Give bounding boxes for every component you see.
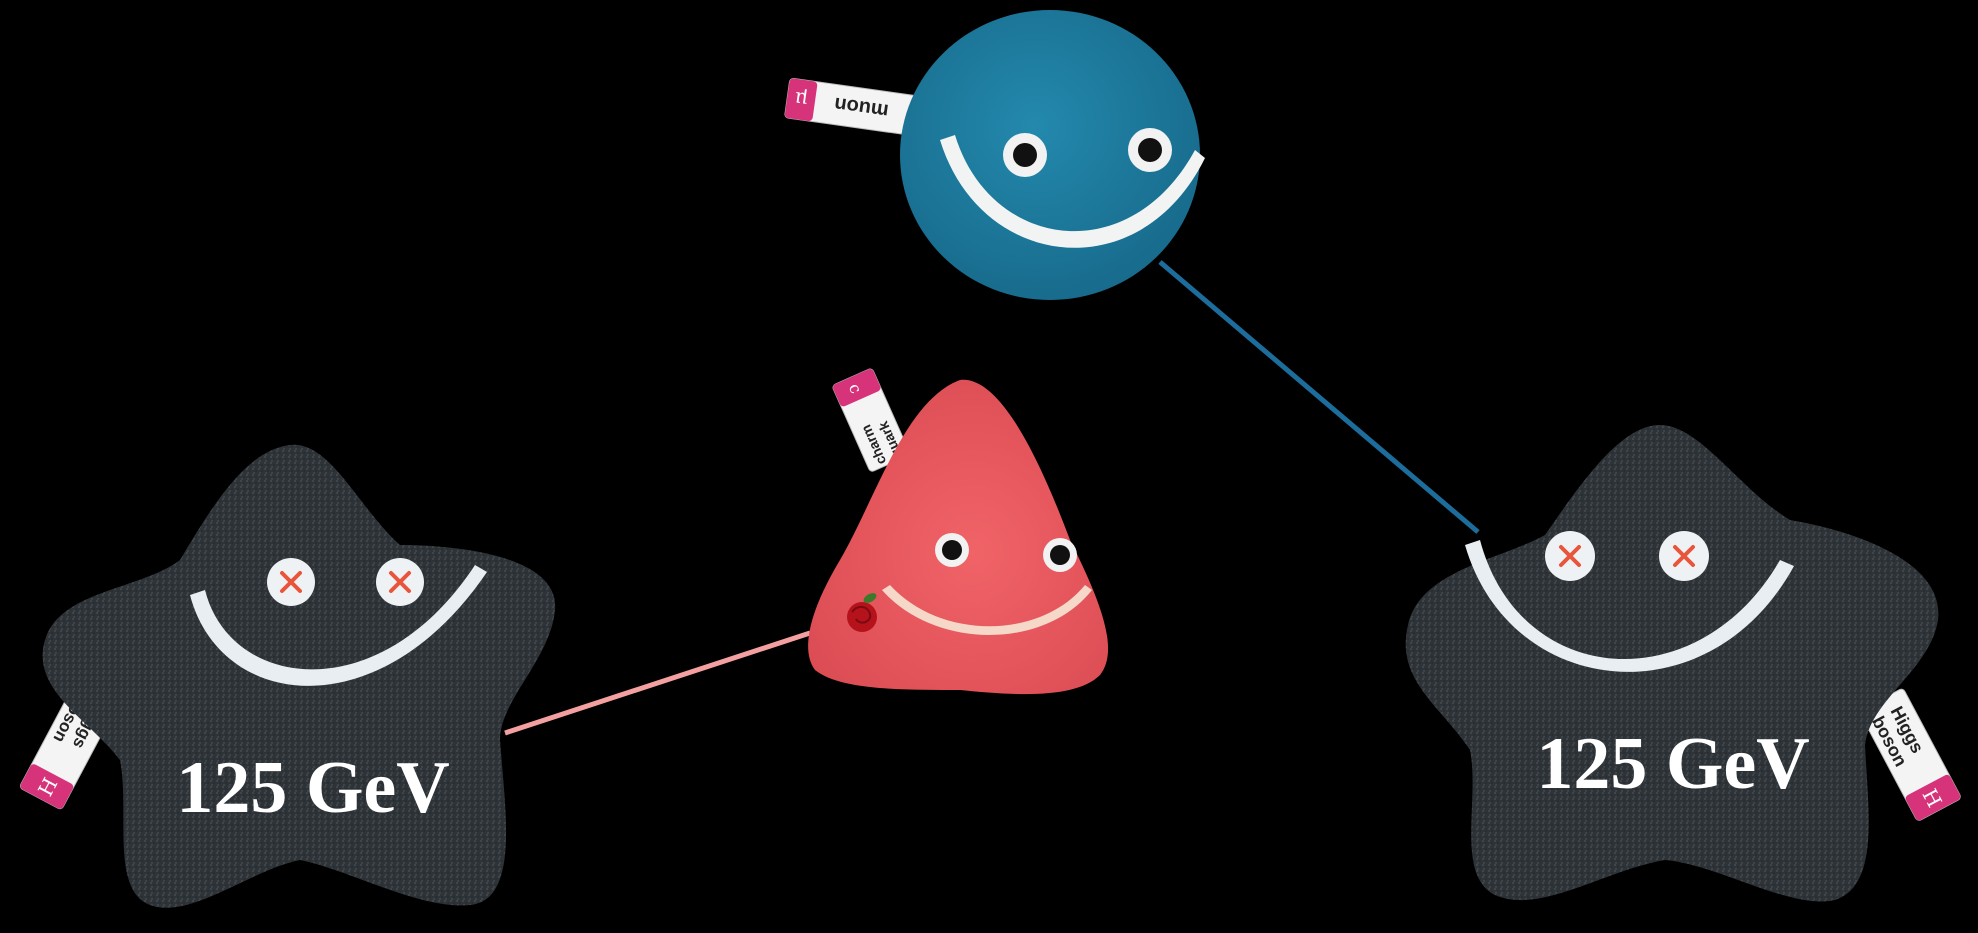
quark-plush: c charm quark <box>808 368 1108 694</box>
muon-plush: μ muon <box>784 10 1205 300</box>
quark-connection-line <box>505 633 810 733</box>
higgs-plush-left: H Higgs boson 125 GeV <box>19 445 555 908</box>
muon-connection-line <box>1160 262 1478 532</box>
mass-label-right: 125 GeV <box>1536 723 1809 805</box>
muon-tag: μ muon <box>784 78 918 136</box>
higgs-plush-right: Higgs boson H 125 GeV <box>1406 425 1962 901</box>
mass-label-left: 125 GeV <box>176 747 449 829</box>
